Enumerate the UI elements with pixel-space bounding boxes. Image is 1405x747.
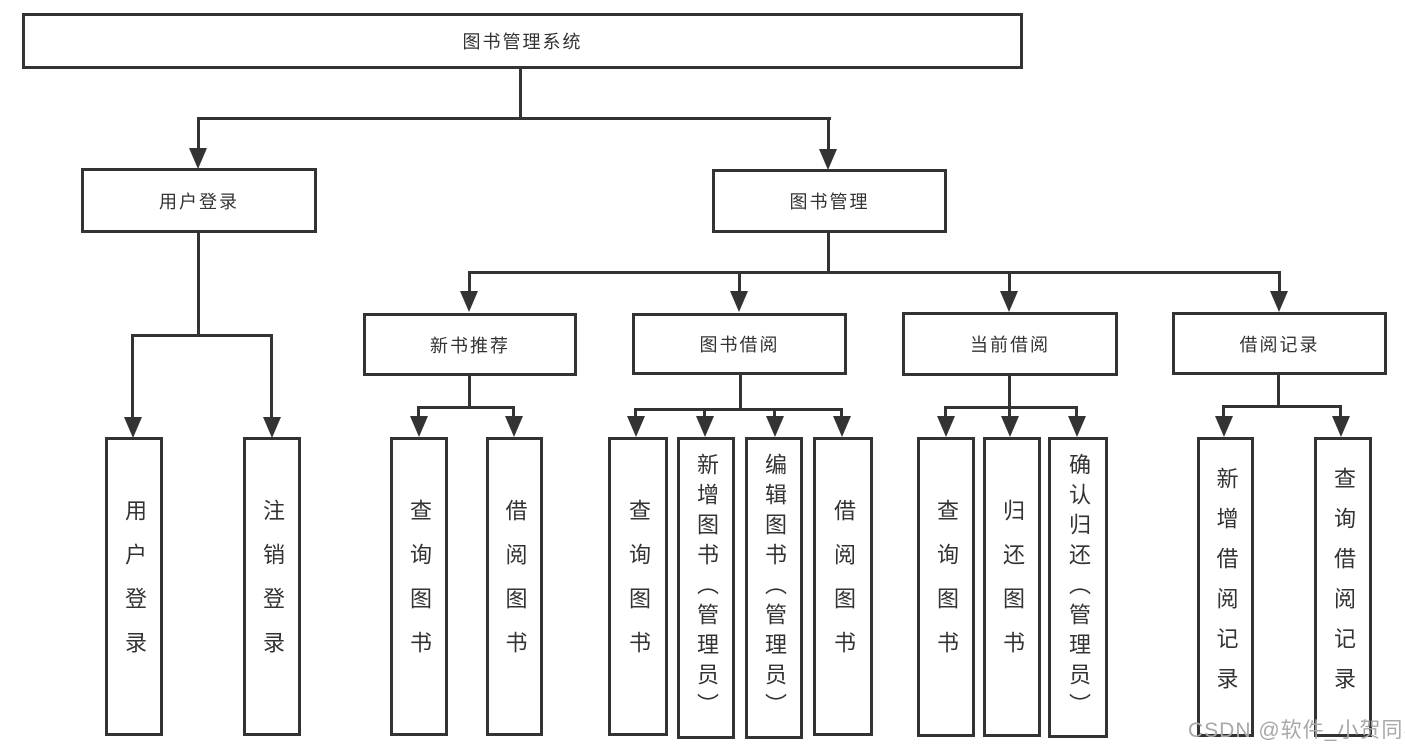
connector-line (944, 406, 1078, 409)
connector-line (944, 406, 947, 417)
connector-line (270, 334, 273, 417)
leaf-query-books-current: 查询图书 (917, 437, 975, 737)
node-book-management: 图书管理 (712, 169, 947, 233)
leaf-confirm-return-admin: 确认归还（管理员） (1048, 437, 1108, 738)
node-current-borrowing: 当前借阅 (902, 312, 1118, 376)
arrow-down-icon (833, 416, 851, 437)
connector-line (1222, 405, 1342, 408)
arrow-down-icon (1000, 291, 1018, 312)
connector-line (512, 406, 515, 417)
connector-line (417, 406, 515, 409)
connector-line (703, 408, 706, 417)
arrow-down-icon (460, 291, 478, 312)
connector-line (773, 408, 776, 417)
leaf-return-books: 归还图书 (983, 437, 1041, 737)
connector-line (197, 117, 200, 149)
connector-line (827, 117, 830, 150)
leaf-user-login: 用户登录 (105, 437, 163, 736)
connector-line (739, 375, 742, 411)
connector-line (1008, 271, 1011, 292)
connector-line (1339, 405, 1342, 417)
connector-line (417, 406, 420, 417)
arrow-down-icon (937, 416, 955, 437)
leaf-add-borrow-record: 新增借阅记录 (1197, 437, 1254, 737)
arrow-down-icon (410, 416, 428, 437)
arrow-down-icon (263, 417, 281, 438)
node-borrowing-records: 借阅记录 (1172, 312, 1387, 375)
arrow-down-icon (1001, 416, 1019, 437)
arrow-down-icon (696, 416, 714, 437)
watermark: CSDN @软件_小贺同学 (1188, 719, 1405, 742)
connector-line (738, 271, 741, 292)
arrow-down-icon (124, 417, 142, 438)
arrow-down-icon (189, 148, 207, 169)
leaf-query-books-recommend: 查询图书 (390, 437, 448, 736)
connector-line (634, 408, 637, 417)
connector-line (468, 271, 1281, 274)
connector-line (468, 376, 471, 409)
arrow-down-icon (766, 416, 784, 437)
connector-line (197, 117, 831, 120)
node-new-book-recommendation: 新书推荐 (363, 313, 577, 376)
arrow-down-icon (1270, 291, 1288, 312)
arrow-down-icon (627, 416, 645, 437)
connector-line (840, 408, 843, 417)
leaf-add-book-admin: 新增图书（管理员） (677, 437, 735, 739)
connector-line (1008, 406, 1011, 417)
connector-line (634, 408, 843, 411)
connector-line (131, 334, 134, 417)
connector-line (131, 334, 273, 337)
leaf-edit-book-admin: 编辑图书（管理员） (745, 437, 803, 739)
arrow-down-icon (505, 416, 523, 437)
arrow-down-icon (819, 149, 837, 170)
leaf-query-books-borrowing: 查询图书 (608, 437, 668, 736)
connector-line (1222, 405, 1225, 417)
connector-line (1075, 406, 1078, 417)
leaf-borrow-books-borrowing: 借阅图书 (813, 437, 873, 736)
connector-line (1278, 271, 1281, 292)
connector-line (468, 271, 471, 292)
node-user-login: 用户登录 (81, 168, 317, 233)
leaf-logout: 注销登录 (243, 437, 301, 736)
connector-line (1277, 375, 1280, 408)
node-library-system: 图书管理系统 (22, 13, 1023, 69)
arrow-down-icon (1068, 416, 1086, 437)
connector-line (1008, 376, 1011, 409)
leaf-query-borrow-record: 查询借阅记录 (1314, 437, 1372, 737)
connector-line (519, 69, 522, 119)
arrow-down-icon (1332, 416, 1350, 437)
arrow-down-icon (730, 291, 748, 312)
leaf-borrow-books-recommend: 借阅图书 (486, 437, 543, 736)
arrow-down-icon (1215, 416, 1233, 437)
connector-line (197, 233, 200, 336)
node-book-borrowing: 图书借阅 (632, 313, 847, 375)
connector-line (827, 233, 830, 274)
